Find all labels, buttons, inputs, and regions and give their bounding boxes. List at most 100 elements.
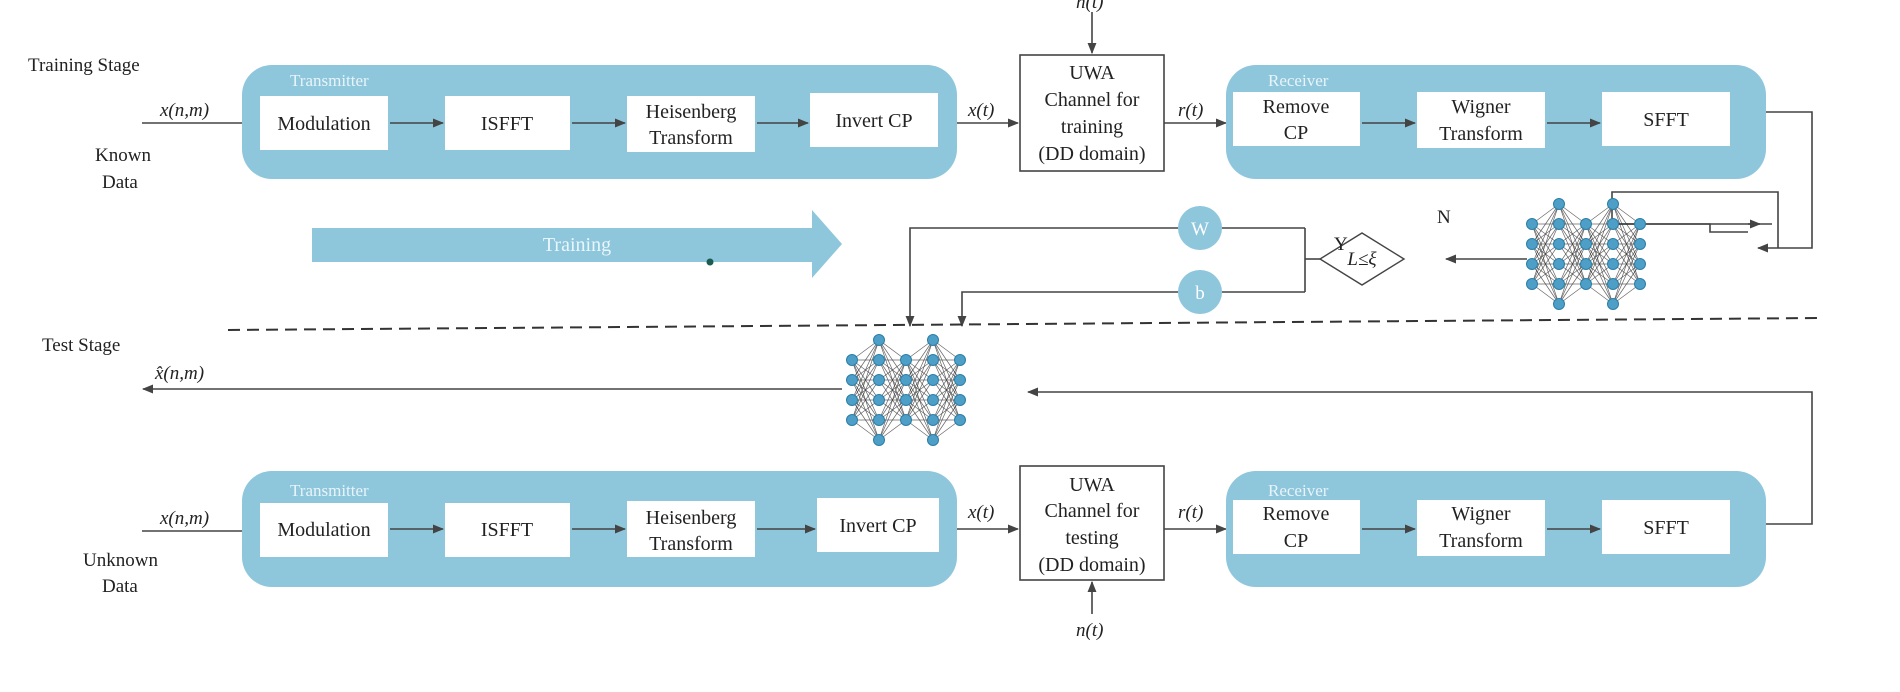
nn-neuron (900, 374, 912, 386)
training-neural-network (1526, 198, 1646, 310)
nn-connection (1585, 223, 1614, 285)
nn-neuron (1553, 278, 1565, 290)
training-isfft-block (445, 96, 570, 150)
nn-neuron (1580, 238, 1592, 250)
test-heisenberg-line2: Transform (649, 533, 733, 555)
test-sfft-label: SFFT (1643, 517, 1689, 539)
nn-neuron (1553, 298, 1565, 310)
nn-neuron (954, 374, 966, 386)
training-heisenberg-block (627, 96, 755, 152)
test-output-symbol: x̂(n,m) (154, 363, 204, 384)
test-noise-symbol: n(t) (1076, 620, 1103, 641)
training-stage-label: Training Stage (28, 55, 140, 76)
training-channel-line3: training (1061, 116, 1123, 138)
nn-connection (1585, 203, 1614, 285)
nn-neuron (1526, 258, 1538, 270)
nn-connection (1612, 263, 1641, 305)
nn-neuron (1553, 238, 1565, 250)
weight-label: W (1191, 219, 1209, 240)
training-channel-line2: Channel for (1045, 89, 1140, 111)
nn-connection (878, 359, 907, 441)
test-channel-line1: UWA (1069, 474, 1115, 496)
training-remove-cp-line2: CP (1284, 122, 1308, 144)
nn-neuron (1553, 258, 1565, 270)
nn-neuron (954, 394, 966, 406)
nn-connection (905, 339, 934, 381)
training-wigner-line2: Transform (1439, 123, 1523, 145)
nn-neuron (900, 354, 912, 366)
test-wigner-line1: Wigner (1451, 503, 1511, 525)
training-insert-cp-block (810, 93, 938, 147)
unknown-data-label-2: Data (102, 576, 138, 597)
test-input-symbol: x(n,m) (159, 508, 209, 529)
training-channel-block (1019, 54, 1165, 172)
training-transmitter-panel (242, 65, 957, 179)
nn-connection (1531, 203, 1560, 285)
nn-neuron (1580, 258, 1592, 270)
nn-connection (905, 359, 934, 421)
training-receiver-title: Receiver (1268, 71, 1329, 90)
test-remove-cp-block (1233, 500, 1360, 554)
nn-neuron (927, 434, 939, 446)
nn-connection (878, 359, 907, 401)
nn-connection (1531, 203, 1560, 265)
nn-neuron (900, 394, 912, 406)
training-input-symbol: x(n,m) (159, 100, 209, 121)
nn-neuron (846, 394, 858, 406)
nn-neuron (1634, 218, 1646, 230)
nn-neuron (1580, 218, 1592, 230)
training-isfft-label: ISFFT (481, 113, 533, 135)
nn-neuron (927, 374, 939, 386)
nn-connection (932, 399, 961, 441)
nn-connection (932, 379, 961, 441)
training-sfft-block (1602, 92, 1730, 146)
test-receiver-title: Receiver (1268, 481, 1329, 500)
training-channel-line4: (DD domain) (1038, 143, 1145, 165)
nn-neuron (1607, 238, 1619, 250)
nn-neuron (954, 354, 966, 366)
weight-circle (1178, 206, 1222, 250)
nn-neuron (846, 374, 858, 386)
nn-connection (1585, 243, 1614, 285)
nn-connection (878, 379, 907, 441)
nn-connection (1558, 263, 1587, 305)
nn-connection (1531, 243, 1560, 285)
nn-connection (932, 359, 961, 421)
nn-connection (851, 359, 880, 421)
training-insert-cp-label: Invert CP (835, 110, 912, 132)
nn-neuron (1607, 278, 1619, 290)
b-to-test-nn-wire (957, 291, 1178, 328)
nn-neuron (873, 334, 885, 346)
training-channel-line1: UWA (1069, 62, 1115, 84)
training-remove-cp-block (1233, 92, 1360, 146)
nn-connection (1585, 203, 1614, 265)
nn-neuron (927, 414, 939, 426)
test-channel-line4: (DD domain) (1038, 554, 1145, 576)
nn-neuron (873, 374, 885, 386)
nn-connection (1558, 223, 1587, 305)
nn-neuron (846, 354, 858, 366)
training-remove-cp-line1: Remove (1263, 96, 1330, 118)
nn-neuron (1634, 258, 1646, 270)
loss-decision-diamond (1318, 232, 1406, 286)
test-channel-block (1019, 465, 1165, 581)
nn-neuron (873, 354, 885, 366)
nn-neuron (1634, 238, 1646, 250)
nn-connection (1612, 243, 1641, 305)
nn-connection (851, 339, 880, 381)
training-transmitter-title: Transmitter (290, 71, 369, 90)
nn-connection (1585, 203, 1614, 245)
nn-connection (1558, 243, 1587, 305)
test-modulation-block (260, 503, 388, 557)
test-isfft-block (445, 503, 570, 557)
training-tx-output-symbol: x(t) (967, 100, 994, 121)
nn-connection (1531, 223, 1560, 285)
nn-neuron (927, 334, 939, 346)
nn-neuron (873, 394, 885, 406)
nn-neuron (927, 394, 939, 406)
nn-connection (1558, 223, 1587, 285)
nn-connection (851, 339, 880, 421)
nn-neuron (873, 434, 885, 446)
test-remove-cp-line1: Remove (1263, 503, 1330, 525)
